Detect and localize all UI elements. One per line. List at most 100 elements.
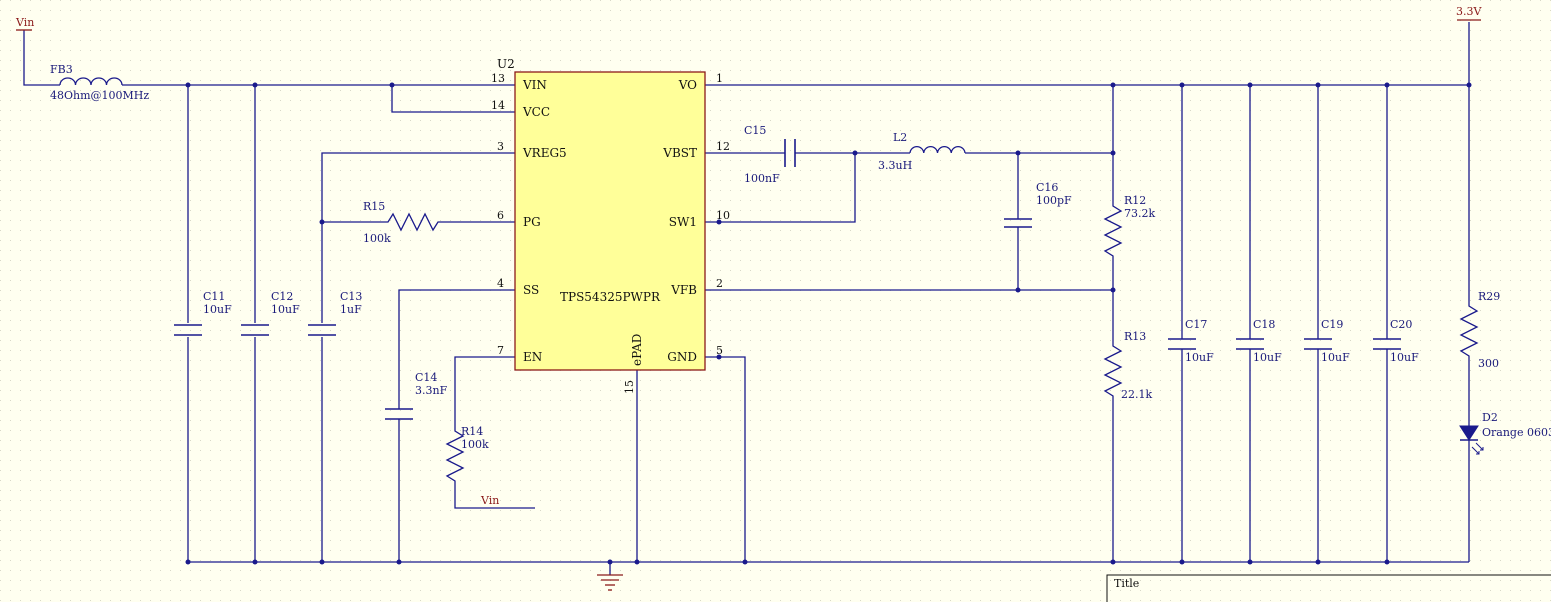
r12-value: 73.2k: [1124, 207, 1155, 220]
junction: [1384, 559, 1390, 565]
c12[interactable]: C12 10uF: [271, 290, 300, 316]
pin-name-vcc: VCC: [522, 105, 550, 119]
c19[interactable]: C19 10uF: [1321, 318, 1350, 364]
ic-u2[interactable]: U2 TPS54325PWPR VIN VCC VREG5 PG SS EN V…: [491, 57, 730, 394]
junction: [852, 150, 858, 156]
c11-value: 10uF: [203, 303, 232, 316]
junction: [716, 354, 722, 360]
c17-ref: C17: [1185, 318, 1207, 331]
fb3[interactable]: FB3 48Ohm@100MHz: [50, 63, 149, 102]
c12-ref: C12: [271, 290, 293, 303]
capacitor-plates: [174, 139, 1401, 420]
r29-ref: R29: [1478, 290, 1500, 303]
v33-port-label: 3.3V: [1456, 5, 1482, 18]
r13[interactable]: R13 22.1k: [1121, 330, 1152, 401]
r13-ref: R13: [1124, 330, 1146, 343]
c20-ref: C20: [1390, 318, 1412, 331]
wire-r14-vin: [454, 495, 535, 509]
pin-name-epad: ePAD: [630, 334, 644, 366]
r15[interactable]: R15 100k: [363, 200, 391, 245]
pin-num-7: 7: [497, 344, 504, 357]
pin-name-vfb: VFB: [670, 283, 697, 297]
title-block: Title: [1106, 574, 1551, 602]
r15-value: 100k: [363, 232, 391, 245]
junction: [1110, 287, 1116, 293]
pin-name-vo: VO: [678, 78, 697, 92]
junction: [634, 559, 640, 565]
l2-ref: L2: [893, 131, 907, 144]
inductor-symbol: [59, 77, 123, 86]
inductor-symbol: [909, 145, 966, 154]
c14-value: 3.3nF: [415, 384, 448, 397]
c11[interactable]: C11 10uF: [203, 290, 232, 316]
junction: [1247, 559, 1253, 565]
pin-name-sw1: SW1: [669, 215, 697, 229]
c16-ref: C16: [1036, 181, 1058, 194]
junction: [1015, 150, 1021, 156]
c16[interactable]: C16 100pF: [1036, 181, 1072, 207]
net-label-vin[interactable]: Vin: [480, 494, 499, 507]
pin-name-ss: SS: [523, 283, 539, 297]
c20[interactable]: C20 10uF: [1390, 318, 1419, 364]
r15-ref: R15: [363, 200, 385, 213]
c17[interactable]: C17 10uF: [1185, 318, 1214, 364]
resistor-zigzags: [382, 200, 1479, 495]
junction: [319, 219, 325, 225]
r13-value: 22.1k: [1121, 388, 1152, 401]
junction: [716, 219, 722, 225]
d2[interactable]: D2 Orange 0603: [1459, 411, 1551, 455]
c14[interactable]: C14 3.3nF: [415, 371, 448, 397]
r14[interactable]: R14 100k: [461, 425, 489, 451]
ground-symbol[interactable]: [597, 574, 623, 591]
c13-ref: C13: [340, 290, 362, 303]
pin-name-gnd: GND: [667, 350, 697, 364]
v33-power-port[interactable]: 3.3V: [1456, 5, 1482, 21]
junction: [1110, 82, 1116, 88]
l2[interactable]: L2 3.3uH: [878, 131, 966, 172]
c14-ref: C14: [415, 371, 437, 384]
junction: [1179, 559, 1185, 565]
vin-power-port[interactable]: Vin: [15, 16, 34, 31]
r14-value: 100k: [461, 438, 489, 451]
junction: [1015, 287, 1021, 293]
c20-value: 10uF: [1390, 351, 1419, 364]
l2-value: 3.3uH: [878, 159, 912, 172]
c19-value: 10uF: [1321, 351, 1350, 364]
wire-en: [454, 356, 515, 425]
c13[interactable]: C13 1uF: [340, 290, 362, 316]
title-label: Title: [1114, 577, 1139, 590]
c12-value: 10uF: [271, 303, 300, 316]
pin-name-vbst: VBST: [662, 146, 697, 160]
pin-name-vreg5: VREG5: [522, 146, 567, 160]
pin-num-1: 1: [716, 72, 723, 85]
fb3-ref: FB3: [50, 63, 73, 76]
wire-ss: [398, 289, 515, 409]
c15[interactable]: C15 100nF: [744, 124, 780, 185]
c15-ref: C15: [744, 124, 766, 137]
r29[interactable]: R29 300: [1478, 290, 1500, 370]
pin-num-2: 2: [716, 277, 723, 290]
ic-designator: U2: [497, 57, 515, 71]
junction: [1466, 82, 1472, 88]
pin-name-en: EN: [523, 350, 542, 364]
c18[interactable]: C18 10uF: [1253, 318, 1282, 364]
pin-name-pg: PG: [523, 215, 541, 229]
junction: [252, 559, 258, 565]
vin-port-label: Vin: [15, 16, 34, 29]
junction: [1315, 82, 1321, 88]
junction: [1110, 559, 1116, 565]
pin-num-14: 14: [491, 99, 505, 112]
wire-vcc: [391, 85, 515, 113]
wire-vin-in: [23, 30, 60, 86]
junctions: [185, 82, 1472, 565]
junction: [396, 559, 402, 565]
junction: [319, 559, 325, 565]
r12[interactable]: R12 73.2k: [1124, 194, 1155, 220]
pin-num-13: 13: [491, 72, 505, 85]
pin-num-12: 12: [716, 140, 730, 153]
c11-ref: C11: [203, 290, 225, 303]
junction: [1179, 82, 1185, 88]
wire-sw1: [705, 153, 856, 223]
junction: [1110, 150, 1116, 156]
